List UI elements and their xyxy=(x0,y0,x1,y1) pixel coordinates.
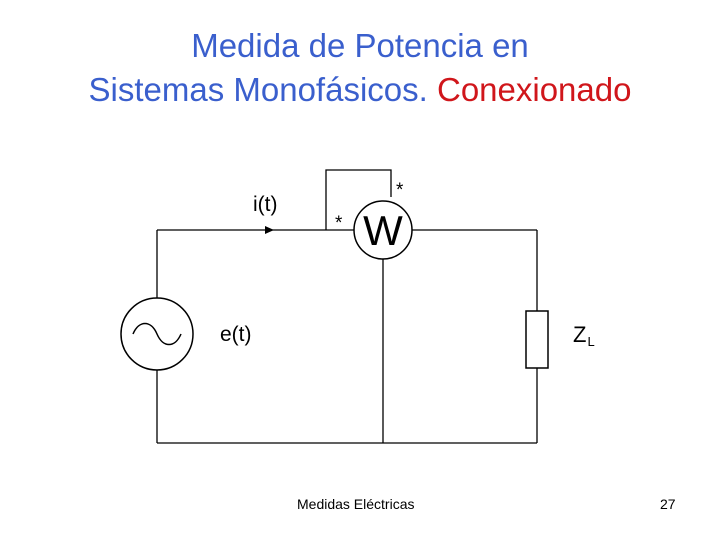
load-impedance-icon xyxy=(525,310,549,369)
title-text-2: Sistemas Monofásicos. xyxy=(88,71,428,108)
load-label: ZL xyxy=(573,322,595,349)
current-label: i(t) xyxy=(253,193,278,216)
wire-wattmeter-loop xyxy=(325,169,392,230)
wattmeter-icon xyxy=(353,200,413,260)
page-number: 27 xyxy=(660,496,676,512)
title-highlight: Conexionado xyxy=(436,71,632,108)
voltage-coil-marker: * xyxy=(396,180,404,201)
load-label-main: Z xyxy=(573,322,586,347)
current-coil-marker: * xyxy=(335,213,343,234)
load-label-subscript: L xyxy=(587,334,594,349)
sine-wave-icon xyxy=(132,322,182,346)
title-line-2: Sistemas Monofásicos. Conexionado xyxy=(0,68,720,112)
footer-course: Medidas Eléctricas xyxy=(297,496,415,512)
current-arrow-icon xyxy=(265,226,274,234)
title-line-1: Medida de Potencia en xyxy=(0,24,720,68)
source-label: e(t) xyxy=(220,323,252,346)
slide-title: Medida de Potencia en Sistemas Monofásic… xyxy=(0,24,720,112)
wattmeter-label: W xyxy=(363,207,403,254)
title-text-1: Medida de Potencia en xyxy=(191,27,529,64)
